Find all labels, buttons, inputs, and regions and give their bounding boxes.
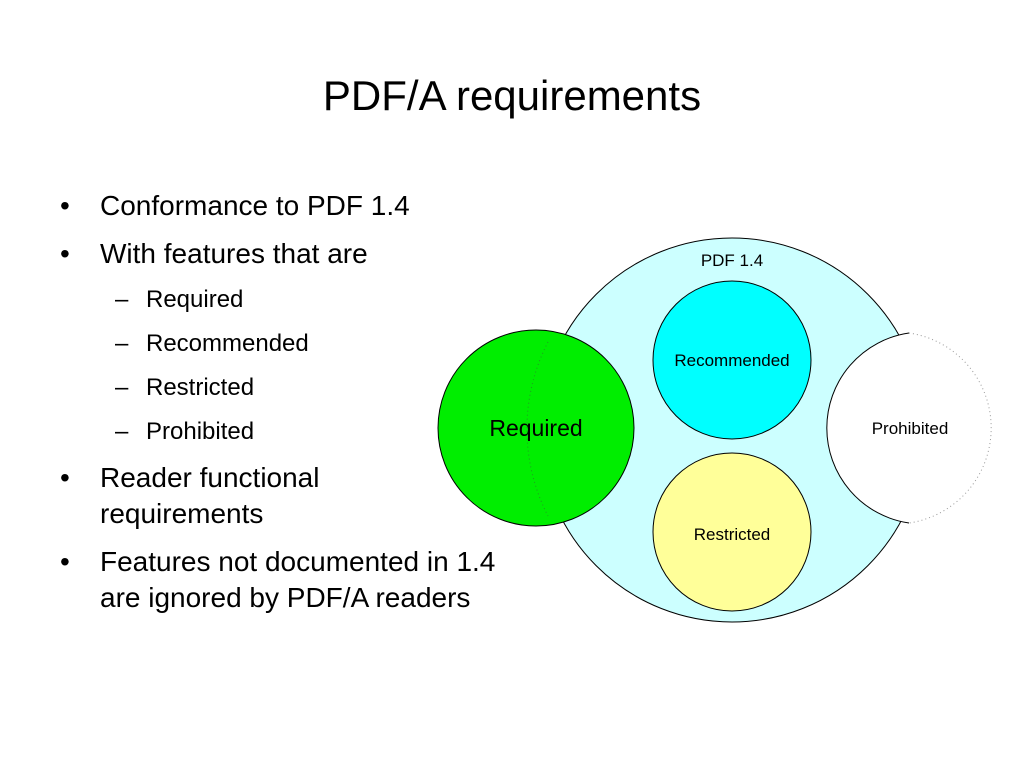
sub-bullet-item: – Prohibited [60, 416, 520, 448]
restricted-circle [652, 452, 812, 612]
bullet-list: • Conformance to PDF 1.4 • With features… [60, 188, 520, 628]
bullet-text: Features not documented in 1.4 are ignor… [100, 546, 496, 613]
sub-bullet-list: – Required – Recommended – Restricted – … [60, 284, 520, 448]
prohibited-label: Prohibited [872, 419, 949, 438]
sub-bullet-item: – Required [60, 284, 520, 316]
bullet-item: • Reader functional requirements [60, 460, 400, 532]
bullet-item: • Conformance to PDF 1.4 [60, 188, 520, 224]
sub-bullet-item: – Recommended [60, 328, 520, 360]
sub-bullet-marker: – [115, 374, 129, 401]
sub-bullet-text: Required [146, 286, 244, 313]
sub-bullet-marker: – [115, 286, 129, 313]
bullet-marker: • [60, 462, 70, 493]
sub-bullet-text: Restricted [146, 374, 255, 401]
bullet-marker: • [60, 238, 70, 269]
sub-bullet-marker: – [115, 330, 129, 357]
required-label: Required [489, 415, 582, 441]
prohibited-dotted-arc [908, 332, 992, 524]
prohibited-region [826, 333, 1024, 523]
bullet-item: • Features not documented in 1.4 are ign… [60, 544, 510, 616]
slide-title: PDF/A requirements [322, 72, 702, 119]
sub-list-container: – Required – Recommended – Restricted – … [60, 284, 520, 448]
bullet-text: Reader functional requirements [100, 462, 320, 529]
bullet-marker: • [60, 190, 70, 221]
restricted-label: Restricted [694, 525, 771, 544]
bullet-item: • With features that are [60, 236, 520, 272]
pdf-outer-label: PDF 1.4 [701, 251, 763, 270]
sub-bullet-marker: – [115, 418, 129, 445]
sub-bullet-item: – Restricted [60, 372, 520, 404]
prohibited-arc [826, 332, 910, 524]
sub-bullet-text: Recommended [146, 330, 309, 357]
bullet-marker: • [60, 546, 70, 577]
recommended-label: Recommended [674, 351, 789, 370]
required-circle [437, 329, 635, 527]
bullet-text: Conformance to PDF 1.4 [100, 190, 410, 221]
bullet-text: With features that are [100, 238, 368, 269]
recommended-circle [652, 280, 812, 440]
sub-bullet-text: Prohibited [146, 418, 255, 445]
